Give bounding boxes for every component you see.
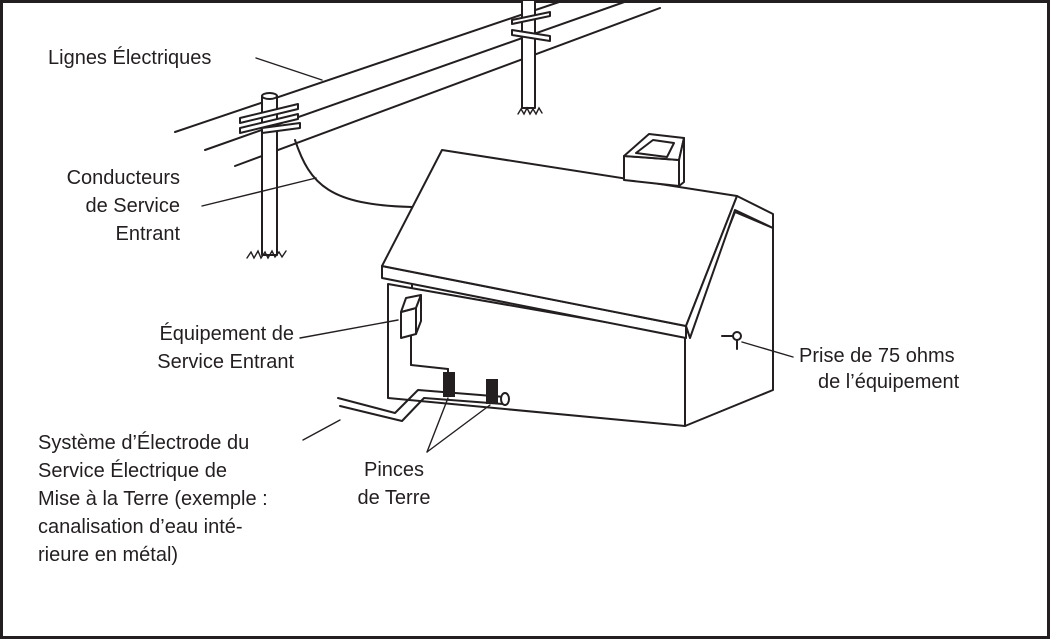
svg-text:Pinces: Pinces [364, 459, 424, 481]
svg-text:Système d’Électrode du: Système d’Électrode du [38, 431, 249, 454]
ground-clamp-1 [443, 372, 455, 397]
leader-lines [201, 57, 794, 453]
svg-text:Service Électrique de: Service Électrique de [38, 459, 227, 482]
label-jack: Prise de 75 ohms de l’équipement [799, 345, 960, 393]
label-service-conductors: Conducteurs de Service Entrant [67, 167, 181, 245]
svg-text:rieure en métal): rieure en métal) [38, 544, 178, 566]
svg-text:de Terre: de Terre [357, 487, 430, 509]
house [381, 133, 774, 427]
svg-text:Prise de 75 ohms: Prise de 75 ohms [799, 345, 955, 367]
svg-text:de l’équipement: de l’équipement [818, 371, 960, 393]
svg-text:Conducteurs: Conducteurs [67, 167, 180, 189]
label-ground-clamps: Pinces de Terre [357, 459, 430, 509]
svg-text:Mise à la Terre (exemple :: Mise à la Terre (exemple : [38, 488, 268, 510]
label-electrode-system: Système d’Électrode du Service Électriqu… [38, 431, 268, 566]
svg-text:Service Entrant: Service Entrant [157, 351, 294, 373]
label-service-equipment: Équipement de Service Entrant [157, 322, 294, 373]
grounding-pipe [337, 368, 510, 422]
ground-clamp-2 [486, 379, 498, 404]
equipment-jack [721, 331, 742, 350]
service-equipment-box [400, 294, 449, 370]
svg-text:de Service: de Service [86, 195, 181, 217]
power-lines [174, 0, 661, 167]
svg-text:Équipement de: Équipement de [159, 322, 294, 345]
utility-pole-far [511, 0, 551, 116]
svg-text:canalisation d’eau inté-: canalisation d’eau inté- [38, 516, 243, 538]
svg-text:Entrant: Entrant [116, 223, 181, 245]
label-power-lines: Lignes Électriques [48, 46, 211, 69]
utility-pole-near [239, 92, 301, 260]
